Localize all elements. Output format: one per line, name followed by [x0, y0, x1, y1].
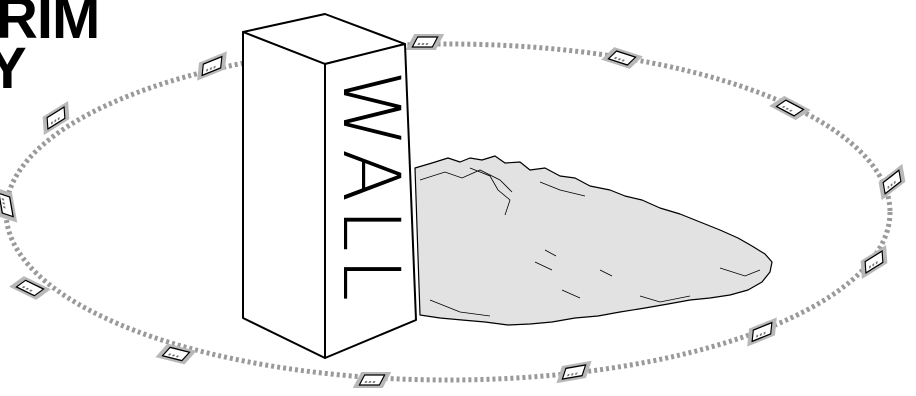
sensor-marker: [352, 372, 392, 388]
header-text-line-2: Y: [0, 36, 27, 101]
sensor-marker: [747, 317, 777, 347]
wall-shadow: [414, 155, 773, 326]
wall-right-face: [324, 43, 417, 359]
sensor-marker: [769, 95, 811, 121]
header-text-line-1: RIM: [0, 0, 100, 51]
sensor-face: [161, 346, 191, 362]
sensor-marker: [601, 47, 643, 69]
sensor-marker: [0, 187, 18, 223]
sensor-marker: [405, 34, 445, 50]
wall-label: WALL: [325, 70, 415, 307]
sensor-group: [0, 34, 906, 388]
sensor-face: [15, 279, 45, 297]
sensor-marker: [197, 51, 227, 81]
sensor-marker: [155, 343, 197, 365]
sensor-face: [607, 50, 637, 66]
sensor-marker: [860, 245, 888, 279]
wall-left-face: [242, 31, 326, 359]
sensor-marker: [556, 360, 592, 384]
sensor-face: [775, 99, 805, 117]
sensor-marker: [878, 163, 906, 201]
sensor-face: [882, 169, 902, 195]
perimeter-ring: [3, 41, 893, 383]
wall-block: WALL: [242, 13, 417, 359]
sensor-marker: [42, 101, 70, 135]
sensor-marker: [9, 276, 51, 300]
